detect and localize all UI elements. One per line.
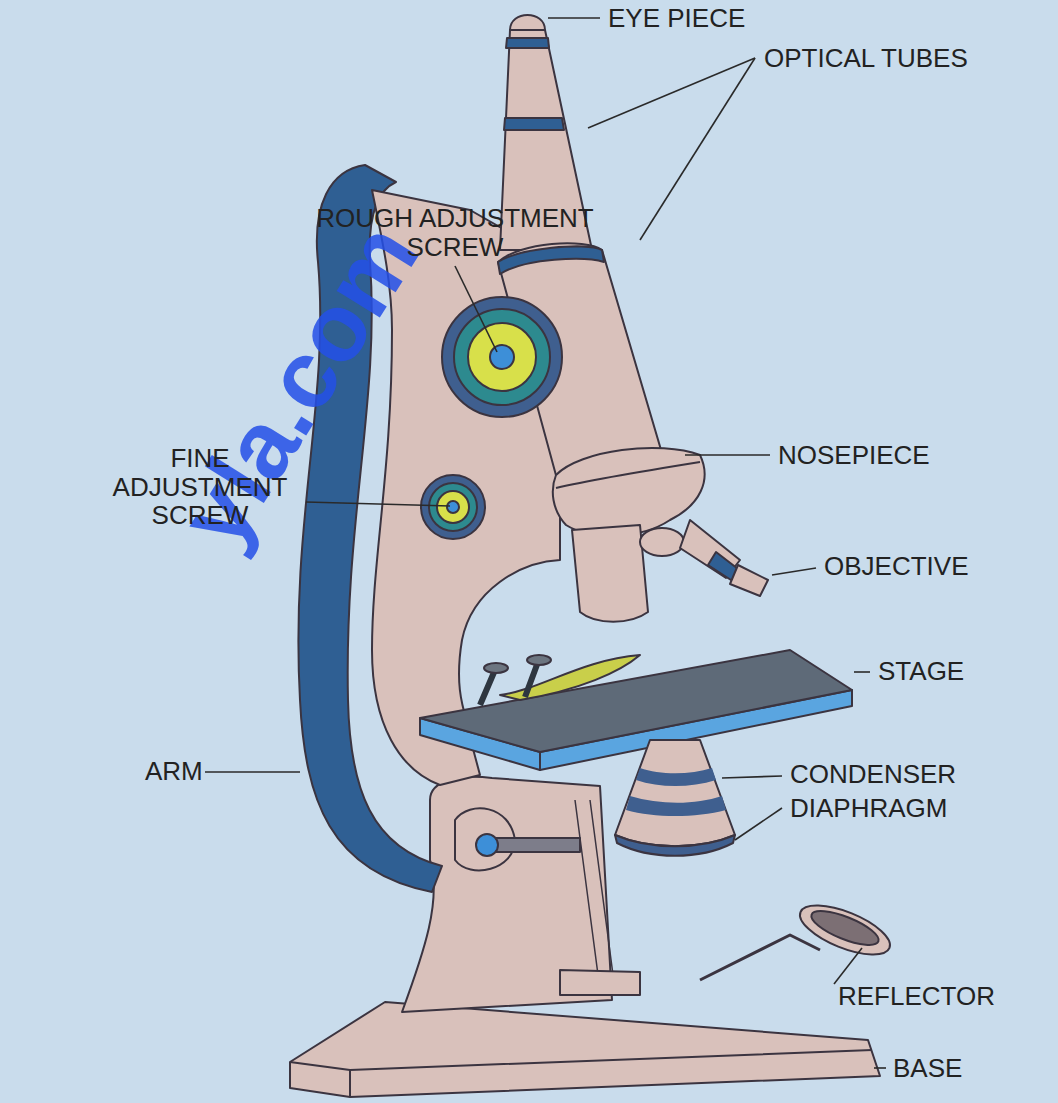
part-label: REFLECTOR <box>838 982 995 1011</box>
part-label: BASE <box>893 1054 962 1083</box>
part-label: OBJECTIVE <box>824 552 968 581</box>
objective <box>730 565 768 596</box>
part-label: ARM <box>145 757 203 786</box>
condenser <box>615 740 735 846</box>
nosepiece <box>553 448 705 536</box>
tilt-joint <box>476 834 498 856</box>
part-label: ROUGH ADJUSTMENT SCREW <box>300 204 610 261</box>
reflector <box>794 895 896 964</box>
part-label: NOSEPIECE <box>778 441 930 470</box>
part-label: CONDENSER <box>790 760 956 789</box>
part-label: OPTICAL TUBES <box>764 44 968 73</box>
part-label: DIAPHRAGM <box>790 794 947 823</box>
part-label: FINE ADJUSTMENT SCREW <box>96 444 304 530</box>
diaphragm <box>615 835 735 856</box>
leader-lines <box>205 18 886 1068</box>
rough-adjustment-screw <box>442 297 562 417</box>
fine-adjustment-screw <box>421 475 485 539</box>
eye-piece <box>510 15 545 30</box>
part-label: EYE PIECE <box>608 4 745 33</box>
objective-main <box>572 525 648 622</box>
part-label: STAGE <box>878 657 964 686</box>
stage <box>420 650 852 752</box>
base <box>290 1002 880 1097</box>
specimen <box>500 655 640 700</box>
